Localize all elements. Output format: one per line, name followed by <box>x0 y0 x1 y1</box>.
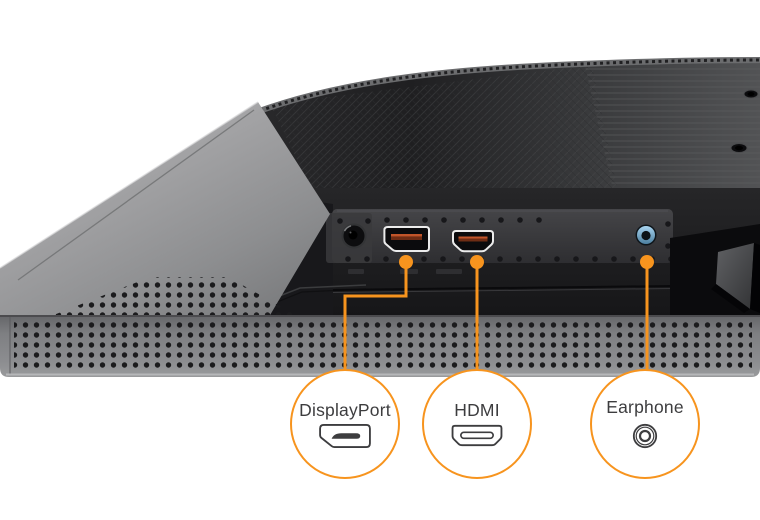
back-screw-holes <box>730 89 759 153</box>
speaker-perforations <box>14 318 752 370</box>
bottom-bezel-bar <box>0 315 760 377</box>
power-jack <box>341 223 367 249</box>
displayport-port <box>383 226 430 252</box>
hdmi-icon <box>451 424 503 447</box>
wedge-vent-holes <box>36 277 305 322</box>
monitor-stand <box>670 224 760 318</box>
port-recess-panel <box>326 209 674 263</box>
callout-hdmi-label: HDMI <box>454 400 500 420</box>
callout-displayport-label: DisplayPort <box>299 400 391 420</box>
earphone-jack <box>635 224 657 246</box>
monitor-side-wedge <box>0 101 330 332</box>
callout-hdmi: HDMI <box>422 369 532 479</box>
callout-earphone-label: Earphone <box>606 397 684 417</box>
earphone-icon <box>632 423 658 449</box>
displayport-icon <box>319 424 371 448</box>
callout-displayport: DisplayPort <box>290 369 400 479</box>
callout-marker-dots <box>399 255 654 269</box>
hdmi-port <box>452 230 494 253</box>
callout-earphone: Earphone <box>590 369 700 479</box>
callout-leader-lines <box>343 262 649 372</box>
